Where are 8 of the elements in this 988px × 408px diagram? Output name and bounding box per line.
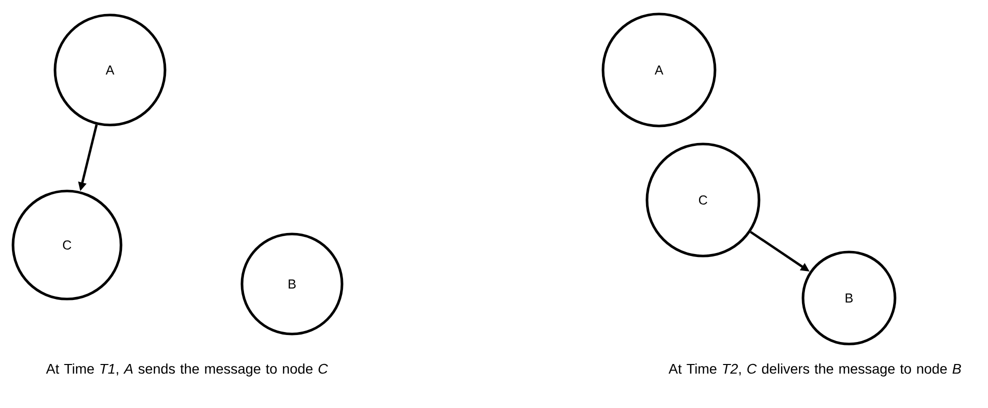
circle-node: B	[240, 232, 344, 336]
circle-node: C	[12, 190, 122, 300]
circle-node: A	[602, 12, 716, 128]
caption: At Time T1, A sends the message to node C	[46, 363, 328, 377]
circle-node: C	[646, 142, 760, 258]
circle-node: A	[54, 14, 166, 126]
caption: At Time T2, C delivers the message to node B	[668, 363, 961, 377]
circle-node: B	[802, 250, 896, 346]
